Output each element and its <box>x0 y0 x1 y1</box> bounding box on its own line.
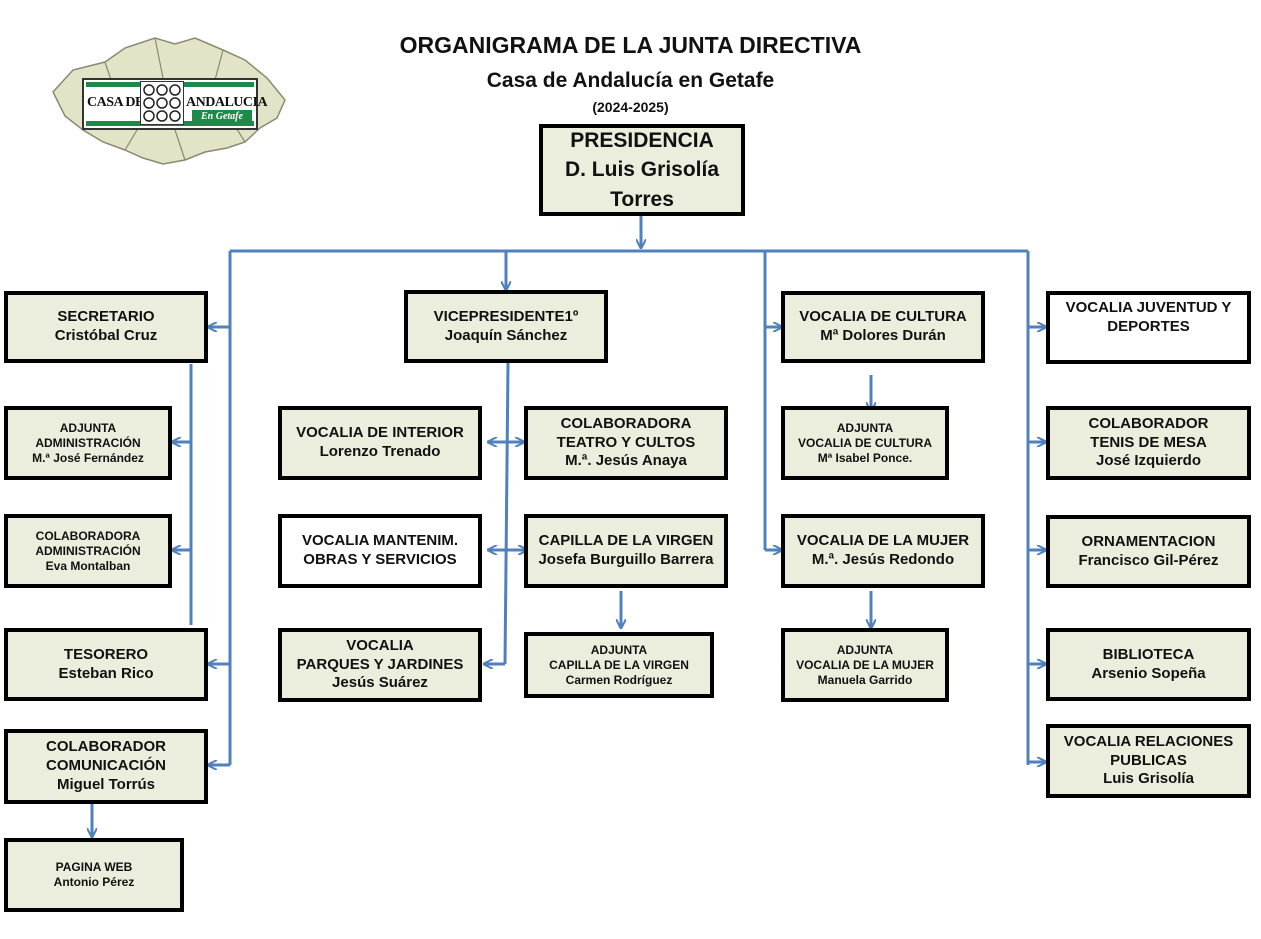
adjunta-cultura-name: Mª Isabel Ponce. <box>817 450 913 465</box>
vocalia-cultura-name: Mª Dolores Durán <box>820 327 946 344</box>
adjunta-capilla-role-1: ADJUNTA <box>590 642 648 657</box>
vicepresidente-role: VICEPRESIDENTE1º <box>433 307 579 325</box>
biblioteca-role: BIBLIOTECA <box>1102 645 1195 663</box>
presidencia-role: PRESIDENCIA <box>570 128 714 152</box>
adjunta-mujer-role-1: ADJUNTA <box>836 642 894 657</box>
comunicacion-role-2: COMUNICACIÓN <box>46 757 166 775</box>
comunicacion-name: Miguel Torrús <box>56 775 156 793</box>
adjunta-cultura-role-1: ADJUNTA <box>836 420 894 435</box>
box-adjunta-mujer: ADJUNTA VOCALIA DE LA MUJER Manuela Garr… <box>781 628 949 702</box>
parques-name: Jesús Suárez <box>332 674 428 692</box>
box-vocalia-parques: VOCALIA PARQUES Y JARDINES Jesús Suárez <box>278 628 482 702</box>
colab-admin-name: Eva Montalban <box>45 558 131 573</box>
adjunta-mujer-name: Manuela Garrido <box>817 672 913 687</box>
teatro-name: M.ª. Jesús Anaya <box>565 452 687 470</box>
box-capilla-virgen: CAPILLA DE LA VIRGEN Josefa Burguillo Ba… <box>524 514 728 588</box>
connector-vice-trunk <box>503 362 510 665</box>
chart-period: (2024-2025) <box>592 99 669 115</box>
box-vocalia-relaciones-publicas: VOCALIA RELACIONES PUBLICAS Luis Grisolí… <box>1046 724 1251 798</box>
chart-title: ORGANIGRAMA DE LA JUNTA DIRECTIVA <box>399 32 862 58</box>
box-vocalia-cultura: VOCALIA DE CULTURA Mª Dolores Durán <box>781 291 985 363</box>
adjunta-cultura-role-2: VOCALIA DE CULTURA <box>798 435 932 450</box>
chart-subtitle: Casa de Andalucía en Getafe <box>486 69 775 92</box>
box-pagina-web: PAGINA WEB Antonio Pérez <box>4 838 184 912</box>
box-adjunta-cultura: ADJUNTA VOCALIA DE CULTURA Mª Isabel Pon… <box>781 406 949 480</box>
presidencia-name-1: D. Luis Grisolía <box>564 158 720 182</box>
box-biblioteca: BIBLIOTECA Arsenio Sopeña <box>1046 628 1251 701</box>
parques-role-1: VOCALIA <box>346 636 414 654</box>
box-presidencia: PRESIDENCIA D. Luis Grisolía Torres <box>539 124 745 216</box>
adjunta-admin-role-2: ADMINISTRACIÓN <box>35 435 141 450</box>
capilla-name: Josefa Burguillo Barrera <box>538 551 714 568</box>
box-vicepresidente: VICEPRESIDENTE1º Joaquín Sánchez <box>404 290 608 363</box>
box-colaboradora-teatro: COLABORADORA TEATRO Y CULTOS M.ª. Jesús … <box>524 406 728 480</box>
biblioteca-name: Arsenio Sopeña <box>1091 664 1206 682</box>
box-secretario: SECRETARIO Cristóbal Cruz <box>4 291 208 363</box>
teatro-role-2: TEATRO Y CULTOS <box>556 433 696 451</box>
relaciones-name: Luis Grisolía <box>1103 770 1194 788</box>
adjunta-admin-name: M.ª José Fernández <box>32 450 144 465</box>
colab-admin-role-1: COLABORADORA <box>35 528 141 543</box>
vocalia-interior-name: Lorenzo Trenado <box>319 443 441 460</box>
tesorero-name: Esteban Rico <box>58 664 154 682</box>
relaciones-role-2: PUBLICAS <box>1110 751 1187 769</box>
mantenim-role-2: OBRAS Y SERVICIOS <box>303 551 457 568</box>
ornamentacion-role: ORNAMENTACION <box>1081 532 1216 550</box>
logo-subtext: En Getafe <box>192 110 252 124</box>
tenis-role-2: TENIS DE MESA <box>1090 433 1207 451</box>
adjunta-mujer-role-2: VOCALIA DE LA MUJER <box>796 657 934 672</box>
tenis-name: José Izquierdo <box>1095 452 1202 470</box>
mantenim-role-1: VOCALIA MANTENIM. <box>301 532 459 550</box>
box-colaboradora-administracion: COLABORADORA ADMINISTRACIÓN Eva Montalba… <box>4 514 172 588</box>
adjunta-capilla-name: Carmen Rodríguez <box>565 672 673 687</box>
vocalia-interior-role: VOCALIA DE INTERIOR <box>296 424 464 442</box>
grille-icon <box>140 81 184 125</box>
box-ornamentacion: ORNAMENTACION Francisco Gil-Pérez <box>1046 515 1251 588</box>
tesorero-role: TESORERO <box>63 645 149 663</box>
secretario-role: SECRETARIO <box>57 308 155 326</box>
box-adjunta-capilla: ADJUNTA CAPILLA DE LA VIRGEN Carmen Rodr… <box>524 632 714 698</box>
juventud-role-2: DEPORTES <box>1107 317 1190 335</box>
logo-text-left: CASA DE <box>87 95 144 110</box>
relaciones-role-1: VOCALIA RELACIONES <box>1063 732 1234 750</box>
vicepresidente-name: Joaquín Sánchez <box>444 326 568 344</box>
box-tesorero: TESORERO Esteban Rico <box>4 628 208 701</box>
box-vocalia-juventud: VOCALIA JUVENTUD Y DEPORTES <box>1046 291 1251 364</box>
pagina-web-name: Antonio Pérez <box>53 875 135 889</box>
juventud-role-1: VOCALIA JUVENTUD Y <box>1065 299 1232 316</box>
presidencia-name-2: Torres <box>610 187 674 211</box>
comunicacion-role-1: COLABORADOR <box>46 738 166 756</box>
capilla-role: CAPILLA DE LA VIRGEN <box>538 532 714 550</box>
casa-andalucia-logo: CASA DE ANDALUCIA En Getafe <box>45 30 290 170</box>
vocalia-mujer-name: M.ª. Jesús Redondo <box>811 551 955 568</box>
box-vocalia-interior: VOCALIA DE INTERIOR Lorenzo Trenado <box>278 406 482 480</box>
parques-role-2: PARQUES Y JARDINES <box>296 655 464 673</box>
colab-admin-role-2: ADMINISTRACIÓN <box>35 543 141 558</box>
secretario-name: Cristóbal Cruz <box>54 327 158 344</box>
box-vocalia-mantenimiento: VOCALIA MANTENIM. OBRAS Y SERVICIOS <box>278 514 482 588</box>
box-colaborador-tenis: COLABORADOR TENIS DE MESA José Izquierdo <box>1046 406 1251 480</box>
teatro-role-1: COLABORADORA <box>560 414 692 432</box>
box-adjunta-administracion: ADJUNTA ADMINISTRACIÓN M.ª José Fernánde… <box>4 406 172 480</box>
adjunta-capilla-role-2: CAPILLA DE LA VIRGEN <box>549 657 689 672</box>
ornamentacion-name: Francisco Gil-Pérez <box>1078 551 1219 569</box>
box-colaborador-comunicacion: COLABORADOR COMUNICACIÓN Miguel Torrús <box>4 729 208 804</box>
pagina-web-role: PAGINA WEB <box>55 860 133 874</box>
tenis-role-1: COLABORADOR <box>1088 414 1209 432</box>
logo-text-right: ANDALUCIA <box>186 95 268 110</box>
box-vocalia-mujer: VOCALIA DE LA MUJER M.ª. Jesús Redondo <box>781 514 985 588</box>
vocalia-mujer-role: VOCALIA DE LA MUJER <box>796 532 970 550</box>
adjunta-admin-role-1: ADJUNTA <box>59 420 117 435</box>
vocalia-cultura-role: VOCALIA DE CULTURA <box>799 308 967 326</box>
